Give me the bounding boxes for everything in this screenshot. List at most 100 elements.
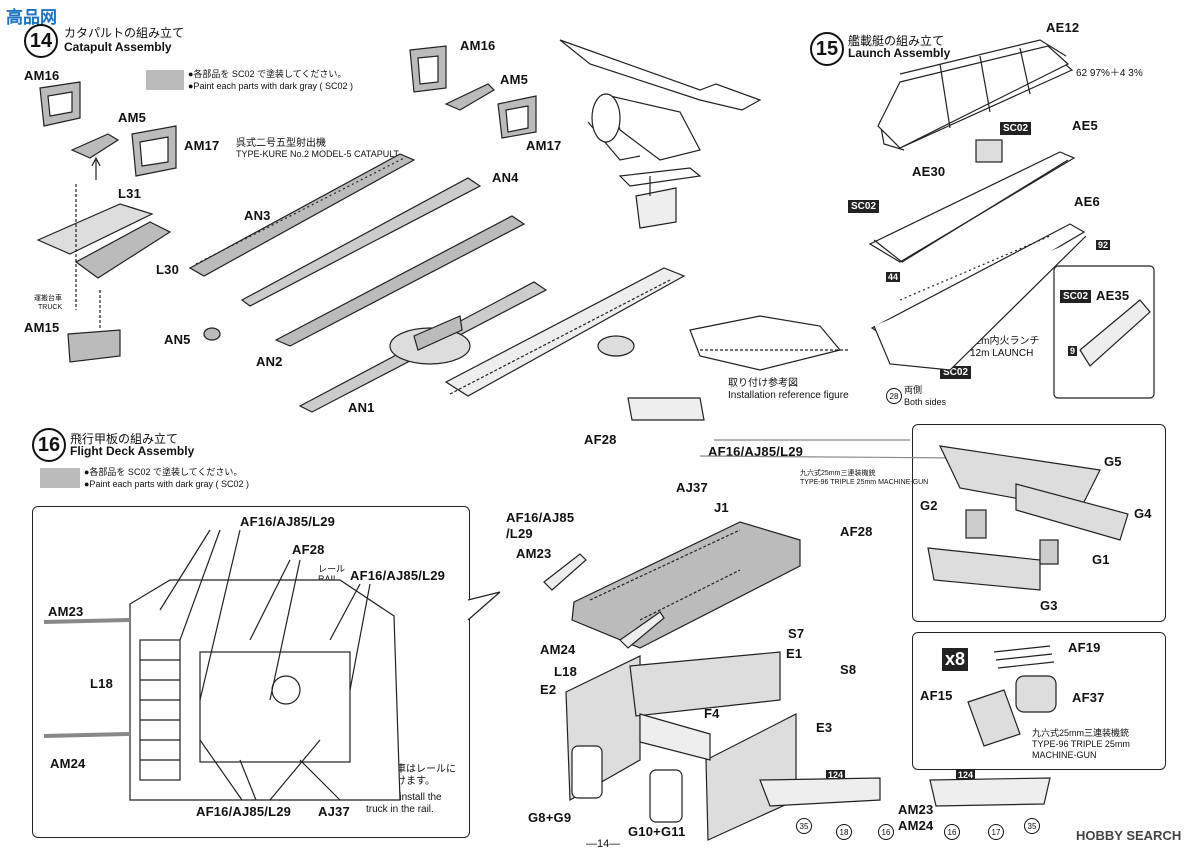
part-label: L18 [554,664,578,679]
launch-jp: 12m内火ランチ [970,336,1040,347]
part-label: AM5 [500,72,529,87]
step-16-title-en: Flight Deck Assembly [70,444,195,458]
color-circle-16: 16 [944,824,960,840]
part-label: AF15 [920,688,953,703]
color-badge-9: 9 [1068,346,1078,356]
part-label: AM23 [898,802,934,817]
part-label: L18 [622,696,646,711]
part-label: L31 [118,186,142,201]
truck-jp: 運搬台車 [34,295,62,302]
paint-badge-sc02: SC02 [1000,122,1032,135]
part-label: AE6 [1074,194,1100,209]
part-label: G4 [1134,506,1152,521]
part-label: AE12 [1046,20,1080,35]
part-label: S7 [788,626,805,641]
color-circle-28: 28 [886,388,902,404]
catapult-name-jp: 呉式二号五型射出機 [236,138,326,149]
site-watermark-logo: 高品网 [6,8,57,27]
part-label: AM5 [118,110,147,125]
launch-en: 12m LAUNCH [970,348,1034,359]
deck-detail-box [32,506,470,838]
part-label: AM24 [898,818,934,833]
step-15-title-en: Launch Assembly [848,46,951,60]
part-label: E3 [816,720,833,735]
part-label: E2 [540,682,557,697]
part-label: G5 [1104,454,1122,469]
part-label: AF16/AJ85/L29 [240,514,336,529]
step-16-title-jp: 飛行甲板の組み立て [70,432,179,446]
part-label: E1 [786,646,803,661]
part-label: AM17 [526,138,562,153]
step-16-note-en: ●Paint each parts with dark gray ( SC02 … [84,479,250,489]
color-badge-92: 92 [1096,240,1111,250]
color-circle-16: 16 [878,824,894,840]
catapult-name-en: TYPE-KURE No.2 MODEL-5 CATAPULT [236,149,400,159]
part-label: AF28 [840,524,873,539]
step-16-note-jp: ●各部品を SC02 で塗装してください。 [84,467,243,477]
paint-badge-sc02: SC02 [848,200,880,213]
part-label: AJ37 [318,804,350,819]
part-label: AN2 [256,354,283,369]
step-14-note-en: ●Paint each parts with dark gray ( SC02 … [188,81,354,91]
part-label: AF28 [584,432,617,447]
part-label: AF16/AJ85/L29 [350,568,446,583]
color-badge-124: 124 [956,770,976,780]
part-label: L18 [90,676,114,691]
install-ref-jp: 取り付け参考図 [728,378,798,389]
part-label: AM23 [516,546,552,561]
part-label: G8+G9 [528,810,572,825]
part-label: AE30 [912,164,946,179]
part-label: AM17 [184,138,220,153]
part-label: AN1 [348,400,375,415]
part-label: S8 [840,662,857,677]
part-label: L30 [156,262,180,277]
paint-badge-sc02: SC02 [1060,290,1092,303]
part-label: AM24 [50,756,86,771]
step-14-number: 14 [24,24,58,58]
part-label: G3 [1040,598,1058,613]
part-label: AF19 [1068,640,1101,655]
paint-swatch [146,70,184,90]
part-label: G10+G11 [628,824,686,839]
step-14-title-en: Catapult Assembly [64,40,172,54]
ladder-detail-box [912,424,1166,622]
quantity-x8-badge: x8 [942,648,969,671]
color-circle-18: 18 [836,824,852,840]
both-sides-en: Both sides [904,397,947,407]
truck-en: TRUCK [38,304,63,311]
part-label: G2 [920,498,938,513]
both-sides-jp: 両側 [904,385,923,395]
step-16-number: 16 [32,428,66,462]
part-label: AN5 [164,332,191,347]
part-label: G1 [1092,552,1110,567]
part-label: J1 [714,500,729,515]
part-label: AF28 [292,542,325,557]
part-label: AN4 [492,170,519,185]
paint-badge-sc02: SC02 [940,366,972,379]
part-label: AF16/AJ85/L29 [196,804,292,819]
part-label: AN3 [244,208,271,223]
part-label: AF16/AJ85/L29 [708,444,804,459]
step-14-note-jp: ●各部品を SC02 で塗装してください。 [188,69,347,79]
page-number: —14— [586,838,621,850]
rail-note-jp: 運搬台車はレールに取り付けます。 [366,764,456,787]
color-badge-44: 44 [886,272,901,282]
part-label: AJ37 [676,480,708,495]
step-14-title-jp: カタパルトの組み立て [64,26,185,40]
part-label: F4 [704,706,720,721]
part-label: AM16 [460,38,496,53]
step-15-number: 15 [810,32,844,66]
part-label: AE5 [1072,118,1098,133]
color-badge-124: 124 [826,770,846,780]
color-circle-35: 35 [1024,818,1040,834]
part-label: /L29 [506,526,533,541]
color-circle-35: 35 [796,818,812,834]
gun-box-label-en: TYPE-96 TRIPLE 25mm MACHINE-GUN [1032,739,1130,760]
gun-label-en: TYPE-96 TRIPLE 25mm MACHINE-GUN [800,479,929,486]
gun-label-jp: 九六式25mm三連装機銃 [800,470,876,477]
paint-mix-note: 62 97%＋4 3% [1076,68,1143,79]
color-circle-17: 17 [988,824,1004,840]
part-label: AM24 [540,642,576,657]
paint-swatch [40,468,80,488]
rail-label-en: RAIL [318,574,339,584]
